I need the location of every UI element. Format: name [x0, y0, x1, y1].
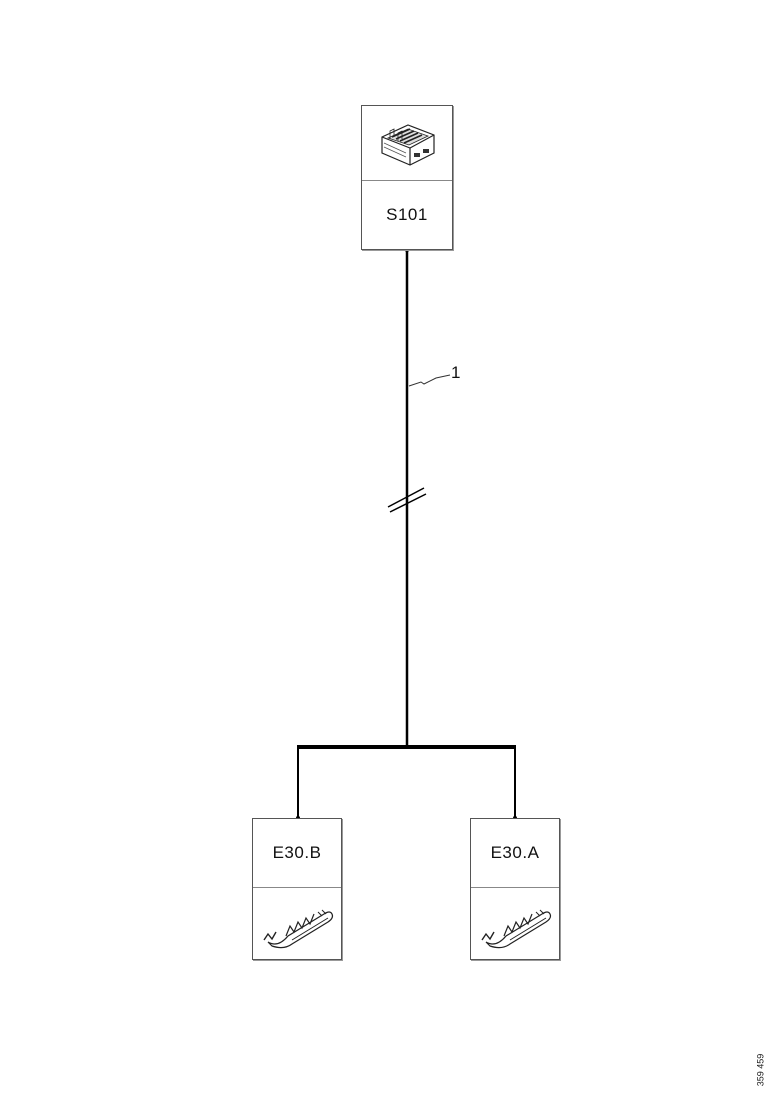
heating-element-icon [471, 888, 559, 960]
component-label-e30b: E30.B [272, 843, 322, 862]
component-e30b[interactable]: E30.B [252, 818, 342, 960]
component-s101[interactable]: S101 [361, 105, 453, 250]
wire-label-leader [408, 374, 451, 387]
heating-element-icon [253, 888, 341, 960]
component-label-e30a: E30.A [490, 843, 540, 862]
reference-id: 359 459 [750, 1040, 770, 1100]
reference-id-text: 359 459 [755, 1053, 766, 1087]
component-label-s101: S101 [386, 205, 428, 224]
component-e30a[interactable]: E30.A [470, 818, 560, 960]
control-unit-icon [362, 106, 452, 180]
break-mark-2 [389, 493, 427, 513]
wire-label: 1 [451, 363, 461, 382]
break-mark-1 [387, 487, 425, 508]
